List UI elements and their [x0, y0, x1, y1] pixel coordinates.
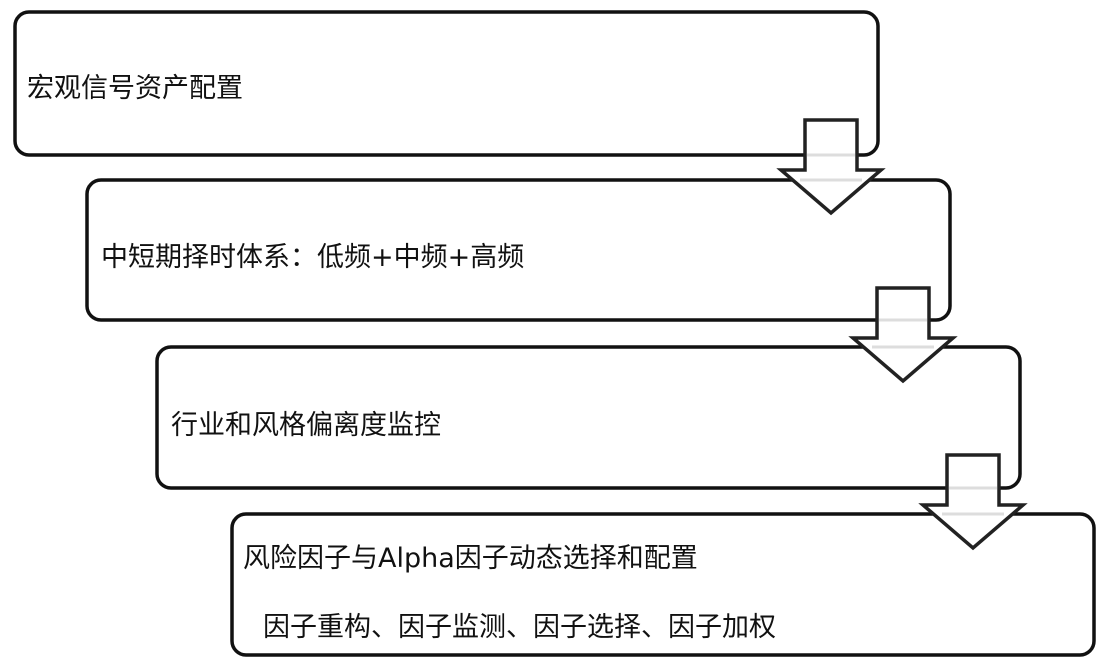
step-4-title: 风险因子与Alpha因子动态选择和配置	[243, 543, 698, 574]
step-1-title: 宏观信号资产配置	[27, 73, 243, 104]
down-arrow-icon-1	[776, 118, 886, 216]
down-arrow-icon-3	[918, 453, 1028, 551]
step-box-2	[85, 178, 952, 322]
step-2-title: 中短期择时体系：低频+中频+高频	[101, 242, 525, 273]
step-box-1	[13, 10, 880, 157]
down-arrow-icon-2	[848, 286, 958, 384]
step-3-title: 行业和风格偏离度监控	[171, 410, 441, 441]
step-4-subtitle: 因子重构、因子监测、因子选择、因子加权	[263, 612, 776, 643]
step-box-4	[230, 512, 1096, 657]
step-box-3	[155, 345, 1022, 490]
